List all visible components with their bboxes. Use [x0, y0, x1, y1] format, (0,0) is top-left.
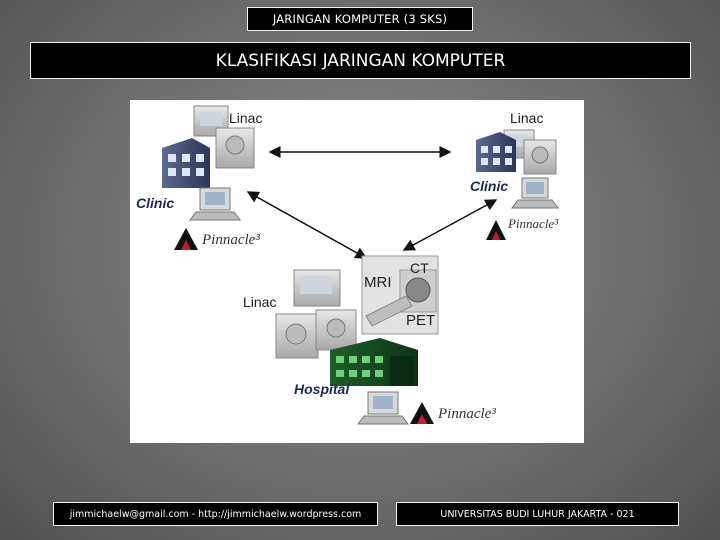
- right-linac-label: Linac: [510, 110, 543, 126]
- pinnacle-logo-icon: [486, 220, 506, 240]
- right-pinnacle-label: Pinnacle³: [507, 216, 559, 231]
- left-clinic-site: Linac Clinic Pinnacle³: [136, 105, 262, 250]
- course-tag: JARINGAN KOMPUTER (3 SKS): [247, 7, 473, 31]
- ct-label: CT: [410, 260, 429, 276]
- hospital-building-icon: [330, 338, 418, 386]
- right-clinic-site: Linac Clinic Pi: [470, 110, 559, 240]
- left-clinic-label: Clinic: [136, 195, 174, 211]
- scanner-machine-icon: [361, 255, 439, 335]
- hospital-label: Hospital: [294, 381, 350, 397]
- left-pinnacle-label: Pinnacle³: [201, 232, 260, 248]
- pinnacle-logo-icon: [410, 402, 434, 424]
- right-clinic-label: Clinic: [470, 178, 508, 194]
- linac-machine-icon: [193, 105, 255, 169]
- slide-title: KLASIFIKASI JARINGAN KOMPUTER: [30, 42, 691, 79]
- workstation-icon: [511, 177, 559, 209]
- mri-label: MRI: [364, 274, 392, 291]
- link-right-clinic-hospital: [402, 199, 498, 251]
- clinic-building-icon: [162, 138, 210, 188]
- linac-machine-icon: [275, 269, 357, 359]
- pet-label: PET: [406, 312, 435, 329]
- left-linac-label: Linac: [229, 110, 262, 126]
- footer-institution: UNIVERSITAS BUDI LUHUR JAKARTA - 021: [396, 502, 679, 526]
- workstation-icon: [189, 187, 241, 221]
- pinnacle-logo-icon: [174, 228, 198, 250]
- hospital-pinnacle-label: Pinnacle³: [437, 406, 496, 422]
- network-diagram: Linac Clinic Pinnacle³ Linac: [130, 100, 584, 443]
- clinic-building-icon: [476, 132, 516, 172]
- hospital-site: Linac MRI CT PET: [243, 255, 496, 425]
- footer-contact: jimmichaelw@gmail.com - http://jimmichae…: [53, 502, 378, 526]
- hospital-linac-label: Linac: [243, 294, 276, 310]
- link-left-clinic-hospital: [246, 191, 368, 259]
- workstation-icon: [357, 391, 409, 425]
